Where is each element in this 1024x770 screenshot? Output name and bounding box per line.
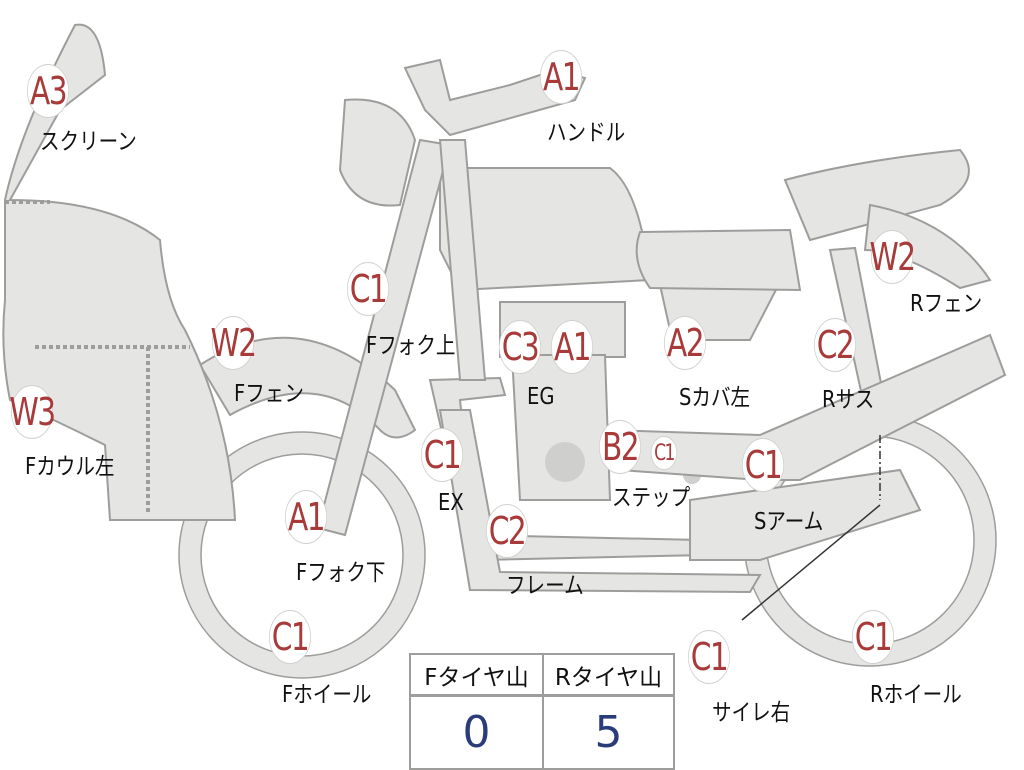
badge-rear-wheel: C1 [851, 610, 895, 664]
badge-fork-upper: C1 [346, 262, 390, 316]
label-front-cowl: Fカウル左 [25, 454, 115, 480]
badge-exhaust: C1 [420, 428, 464, 482]
label-fork-upper: Fフォク上 [366, 333, 456, 359]
badge-side-cover: A2 [663, 316, 707, 370]
label-swing-arm: Sアーム [754, 509, 824, 535]
silencer-leader-line [741, 504, 881, 621]
label-rear-fender: Rフェン [910, 291, 983, 317]
badge-front-fender: W2 [210, 316, 257, 370]
label-engine: EG [527, 384, 555, 410]
label-exhaust: EX [438, 490, 464, 516]
rear-tire-header: Rタイヤ山 [542, 655, 673, 697]
label-front-fender: Fフェン [234, 381, 304, 407]
label-fork-lower: Fフォク下 [296, 560, 386, 586]
swing-arm-shape [608, 333, 1007, 481]
label-handle: ハンドル [547, 120, 626, 146]
headlight-shape [338, 98, 417, 207]
badge-engine-c3: C3 [498, 320, 542, 374]
label-screen: スクリーン [40, 129, 137, 155]
badge-silencer: C1 [687, 630, 731, 684]
label-step: ステップ [612, 485, 691, 511]
tire-tread-table: Fタイヤ山 Rタイヤ山 0 5 [409, 653, 675, 770]
badge-screen: A3 [26, 64, 70, 118]
rear-tire-value: 5 [542, 697, 673, 768]
seat-shape [635, 228, 802, 292]
label-rear-wheel: Rホイール [870, 682, 962, 708]
label-side-cover: Sカバ左 [679, 385, 751, 411]
badge-front-cowl: W3 [9, 385, 56, 439]
badge-engine-a1: A1 [550, 320, 594, 374]
label-rear-suspension: Rサス [822, 387, 875, 413]
badge-step-c1: C1 [650, 436, 678, 470]
badge-front-wheel: C1 [268, 610, 312, 664]
badge-handle: A1 [539, 50, 583, 104]
front-tire-header: Fタイヤ山 [411, 655, 542, 697]
badge-fork-lower: A1 [284, 490, 328, 544]
label-front-wheel: Fホイール [282, 682, 372, 708]
silencer-shape [689, 468, 922, 561]
badge-swing-arm: C1 [741, 438, 785, 492]
label-frame: フレーム [506, 573, 584, 599]
badge-rear-suspension: C2 [813, 318, 857, 372]
badge-frame: C2 [485, 504, 529, 558]
cowl-shape [2, 23, 237, 521]
label-silencer: サイレ右 [712, 700, 791, 726]
front-tire-value: 0 [462, 707, 491, 758]
badge-step-b2: B2 [598, 420, 642, 474]
badge-rear-fender: W2 [869, 230, 916, 284]
